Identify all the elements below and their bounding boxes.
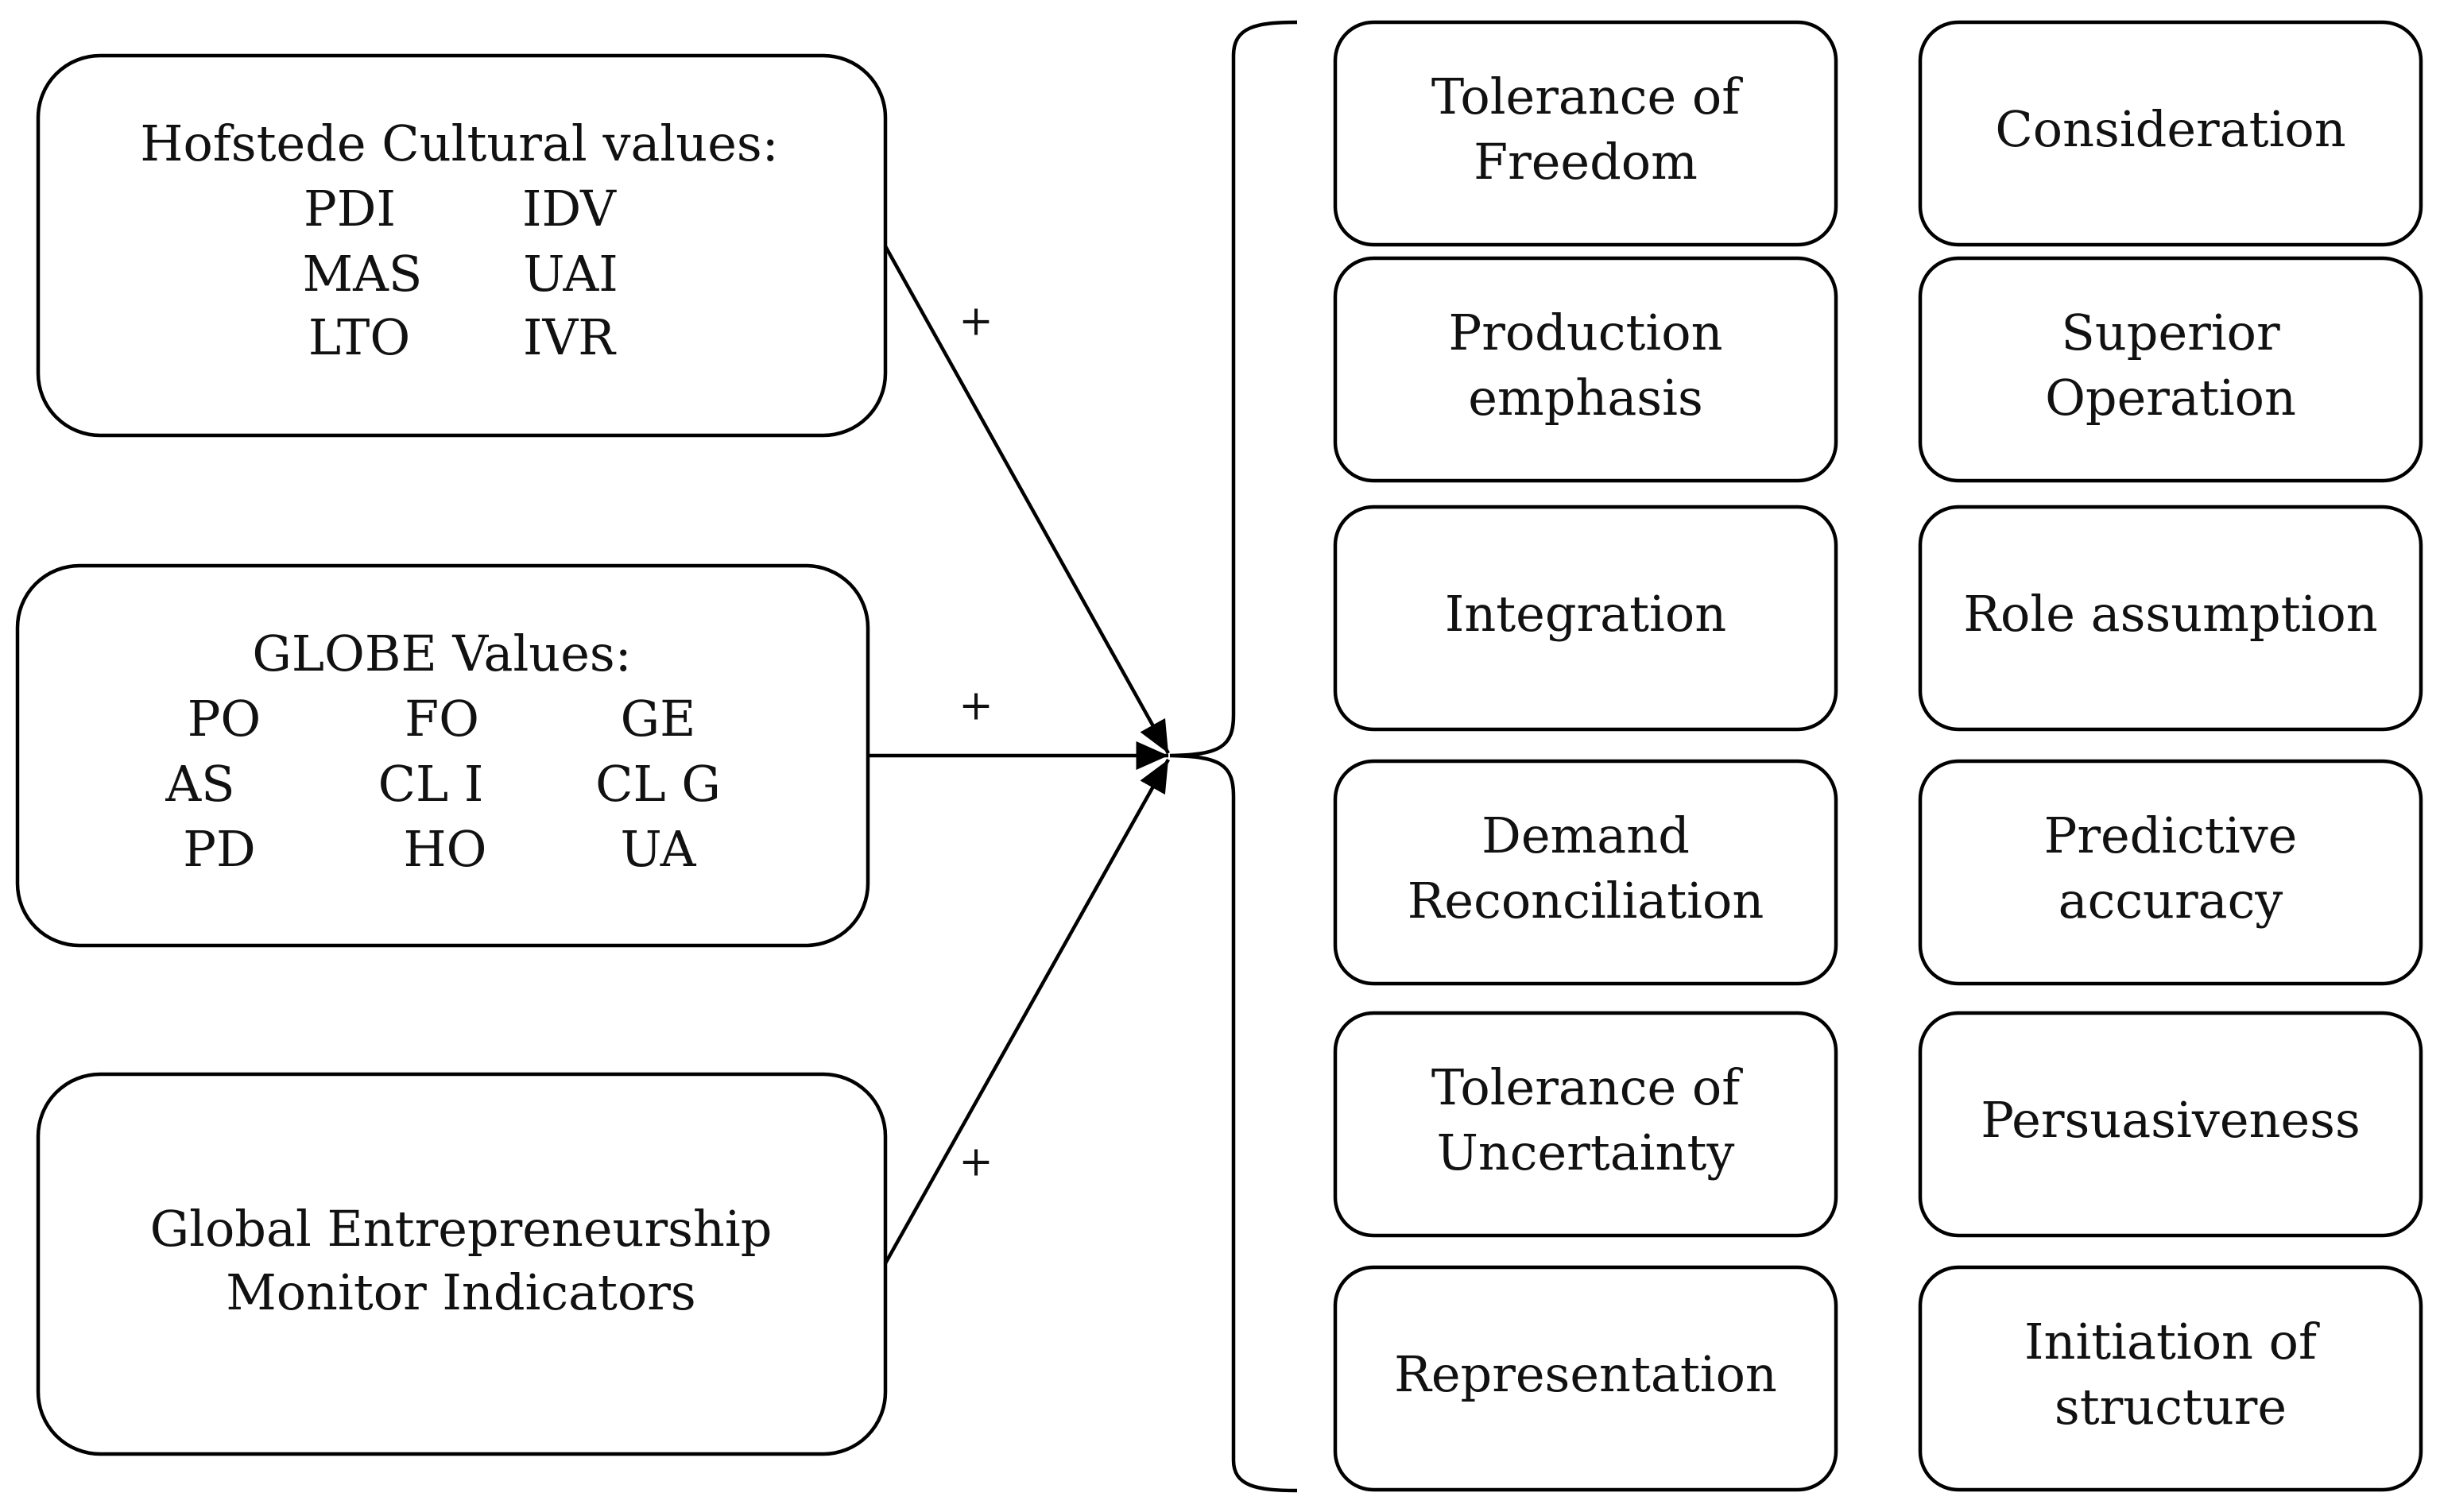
dimension-label-line: Initiation of <box>2024 1313 2320 1371</box>
gem-box: Global Entrepreneurship Monitor Indicato… <box>36 1072 888 1456</box>
dimension-box: Consideration <box>1918 20 2423 247</box>
globe-item: PD <box>183 820 255 878</box>
dimension-box: Representation <box>1333 1265 1838 1492</box>
curly-brace <box>1169 20 1298 1493</box>
dimension-label-line: Predictive <box>2044 806 2298 864</box>
dimension-label-line: Superior <box>2061 304 2280 362</box>
hofstede-item: UAI <box>523 245 618 303</box>
leadership-dimensions-grid: Tolerance of Freedom ConsiderationProducti… <box>1333 20 2423 1492</box>
dimension-label-line: Integration <box>1445 585 1726 643</box>
dimension-box: Persuasiveness <box>1918 1011 2423 1238</box>
dimension-box: Predictive accuracy <box>1918 759 2423 986</box>
dimension-box: Integration <box>1333 505 1838 732</box>
globe-item: AS <box>165 755 234 813</box>
hofstede-title: Hofstede Cultural values: <box>140 114 778 172</box>
globe-item: CL I <box>378 755 484 813</box>
dimension-label-line: emphasis <box>1468 369 1703 427</box>
arrow-gem <box>884 758 1170 1265</box>
dimension-label-line: Reconciliation <box>1408 872 1764 930</box>
globe-item: HO <box>404 820 487 878</box>
dimension-label-line: Uncertainty <box>1437 1123 1735 1181</box>
dimension-label-line: structure <box>2055 1378 2287 1436</box>
plus-sign-gem: + <box>959 1139 993 1186</box>
globe-box: GLOBE Values: PO FO GE AS CL I CL G PD H… <box>15 563 870 948</box>
globe-item: GE <box>621 690 696 748</box>
hofstede-item: IVR <box>523 308 617 366</box>
dimension-label-line: Persuasiveness <box>1981 1091 2361 1149</box>
dimension-box: Tolerance of Uncertainty <box>1333 1011 1838 1238</box>
hofstede-box: Hofstede Cultural values: PDI IDV MAS UA… <box>36 53 888 438</box>
dimension-label-line: Tolerance of <box>1431 68 1743 126</box>
globe-item: CL G <box>595 755 721 813</box>
gem-title-line: Monitor Indicators <box>226 1263 695 1321</box>
dimension-box: Production emphasis <box>1333 256 1838 483</box>
dimension-label-line: Consideration <box>1995 100 2345 158</box>
dimension-box: Role assumption <box>1918 505 2423 732</box>
dimension-label-line: Representation <box>1394 1345 1777 1403</box>
hofstede-item: IDV <box>522 180 617 238</box>
globe-title: GLOBE Values: <box>252 625 631 683</box>
gem-title-line: Global Entrepreneurship <box>150 1200 773 1258</box>
globe-item: FO <box>405 690 479 748</box>
arrows: + + + <box>868 245 1170 1265</box>
hofstede-item: LTO <box>308 308 410 366</box>
hofstede-item: PDI <box>304 180 396 238</box>
dimension-label-line: accuracy <box>2059 872 2283 930</box>
dimension-label-line: Operation <box>2045 369 2296 427</box>
plus-sign-globe: + <box>959 683 993 730</box>
dimension-box: Initiation of structure <box>1918 1265 2423 1492</box>
arrow-hofstede <box>884 245 1170 755</box>
dimension-label-line: Role assumption <box>1963 585 2377 643</box>
plus-sign-hofstede: + <box>959 298 993 346</box>
globe-item: UA <box>620 820 696 878</box>
dimension-label-line: Freedom <box>1474 133 1698 191</box>
globe-item: PO <box>188 690 261 748</box>
dimension-label-line: Demand <box>1481 806 1690 864</box>
dimension-box: Tolerance of Freedom <box>1333 20 1838 247</box>
hofstede-item: MAS <box>303 245 423 303</box>
dimension-label-line: Production <box>1448 304 1722 362</box>
dimension-label-line: Tolerance of <box>1431 1058 1743 1116</box>
